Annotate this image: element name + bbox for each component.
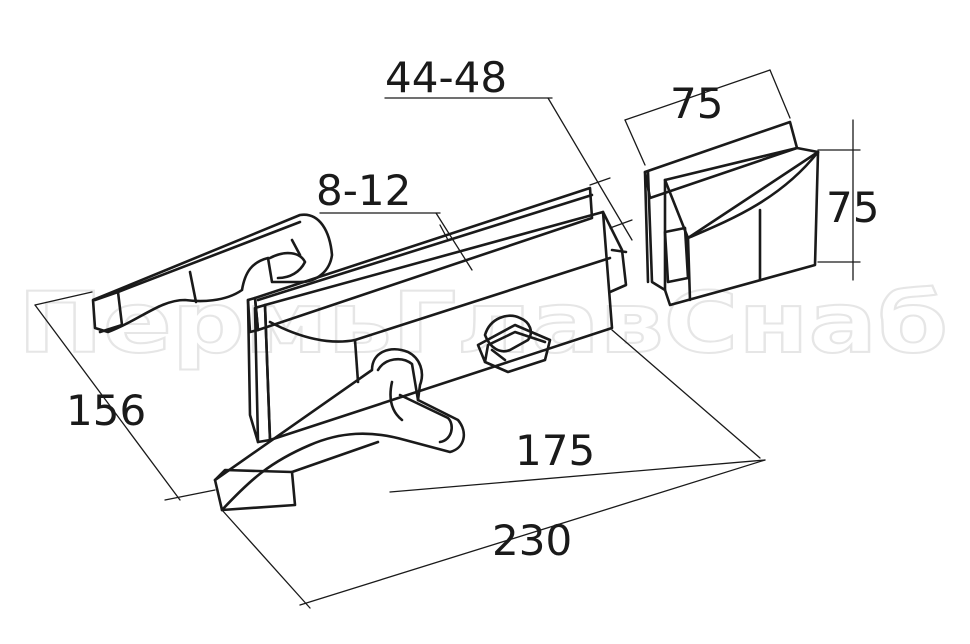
watermark: ПермьГлавСнаб [18, 274, 948, 372]
lock-body [246, 186, 628, 444]
lower-handle [213, 348, 466, 512]
dim-lock-length: 175 [515, 426, 595, 475]
dim-handle-projection: 156 [66, 386, 146, 435]
thumb-turn [476, 314, 552, 374]
strike-box [643, 120, 820, 307]
dim-overall-length: 230 [492, 516, 572, 565]
dim-strike-height: 75 [826, 183, 879, 232]
dim-door-thickness: 44-48 [385, 53, 507, 102]
upper-handle [91, 213, 334, 334]
dim-glass-thickness: 8-12 [316, 166, 411, 215]
dimension-lines [34, 69, 861, 609]
dim-strike-width: 75 [670, 79, 723, 128]
